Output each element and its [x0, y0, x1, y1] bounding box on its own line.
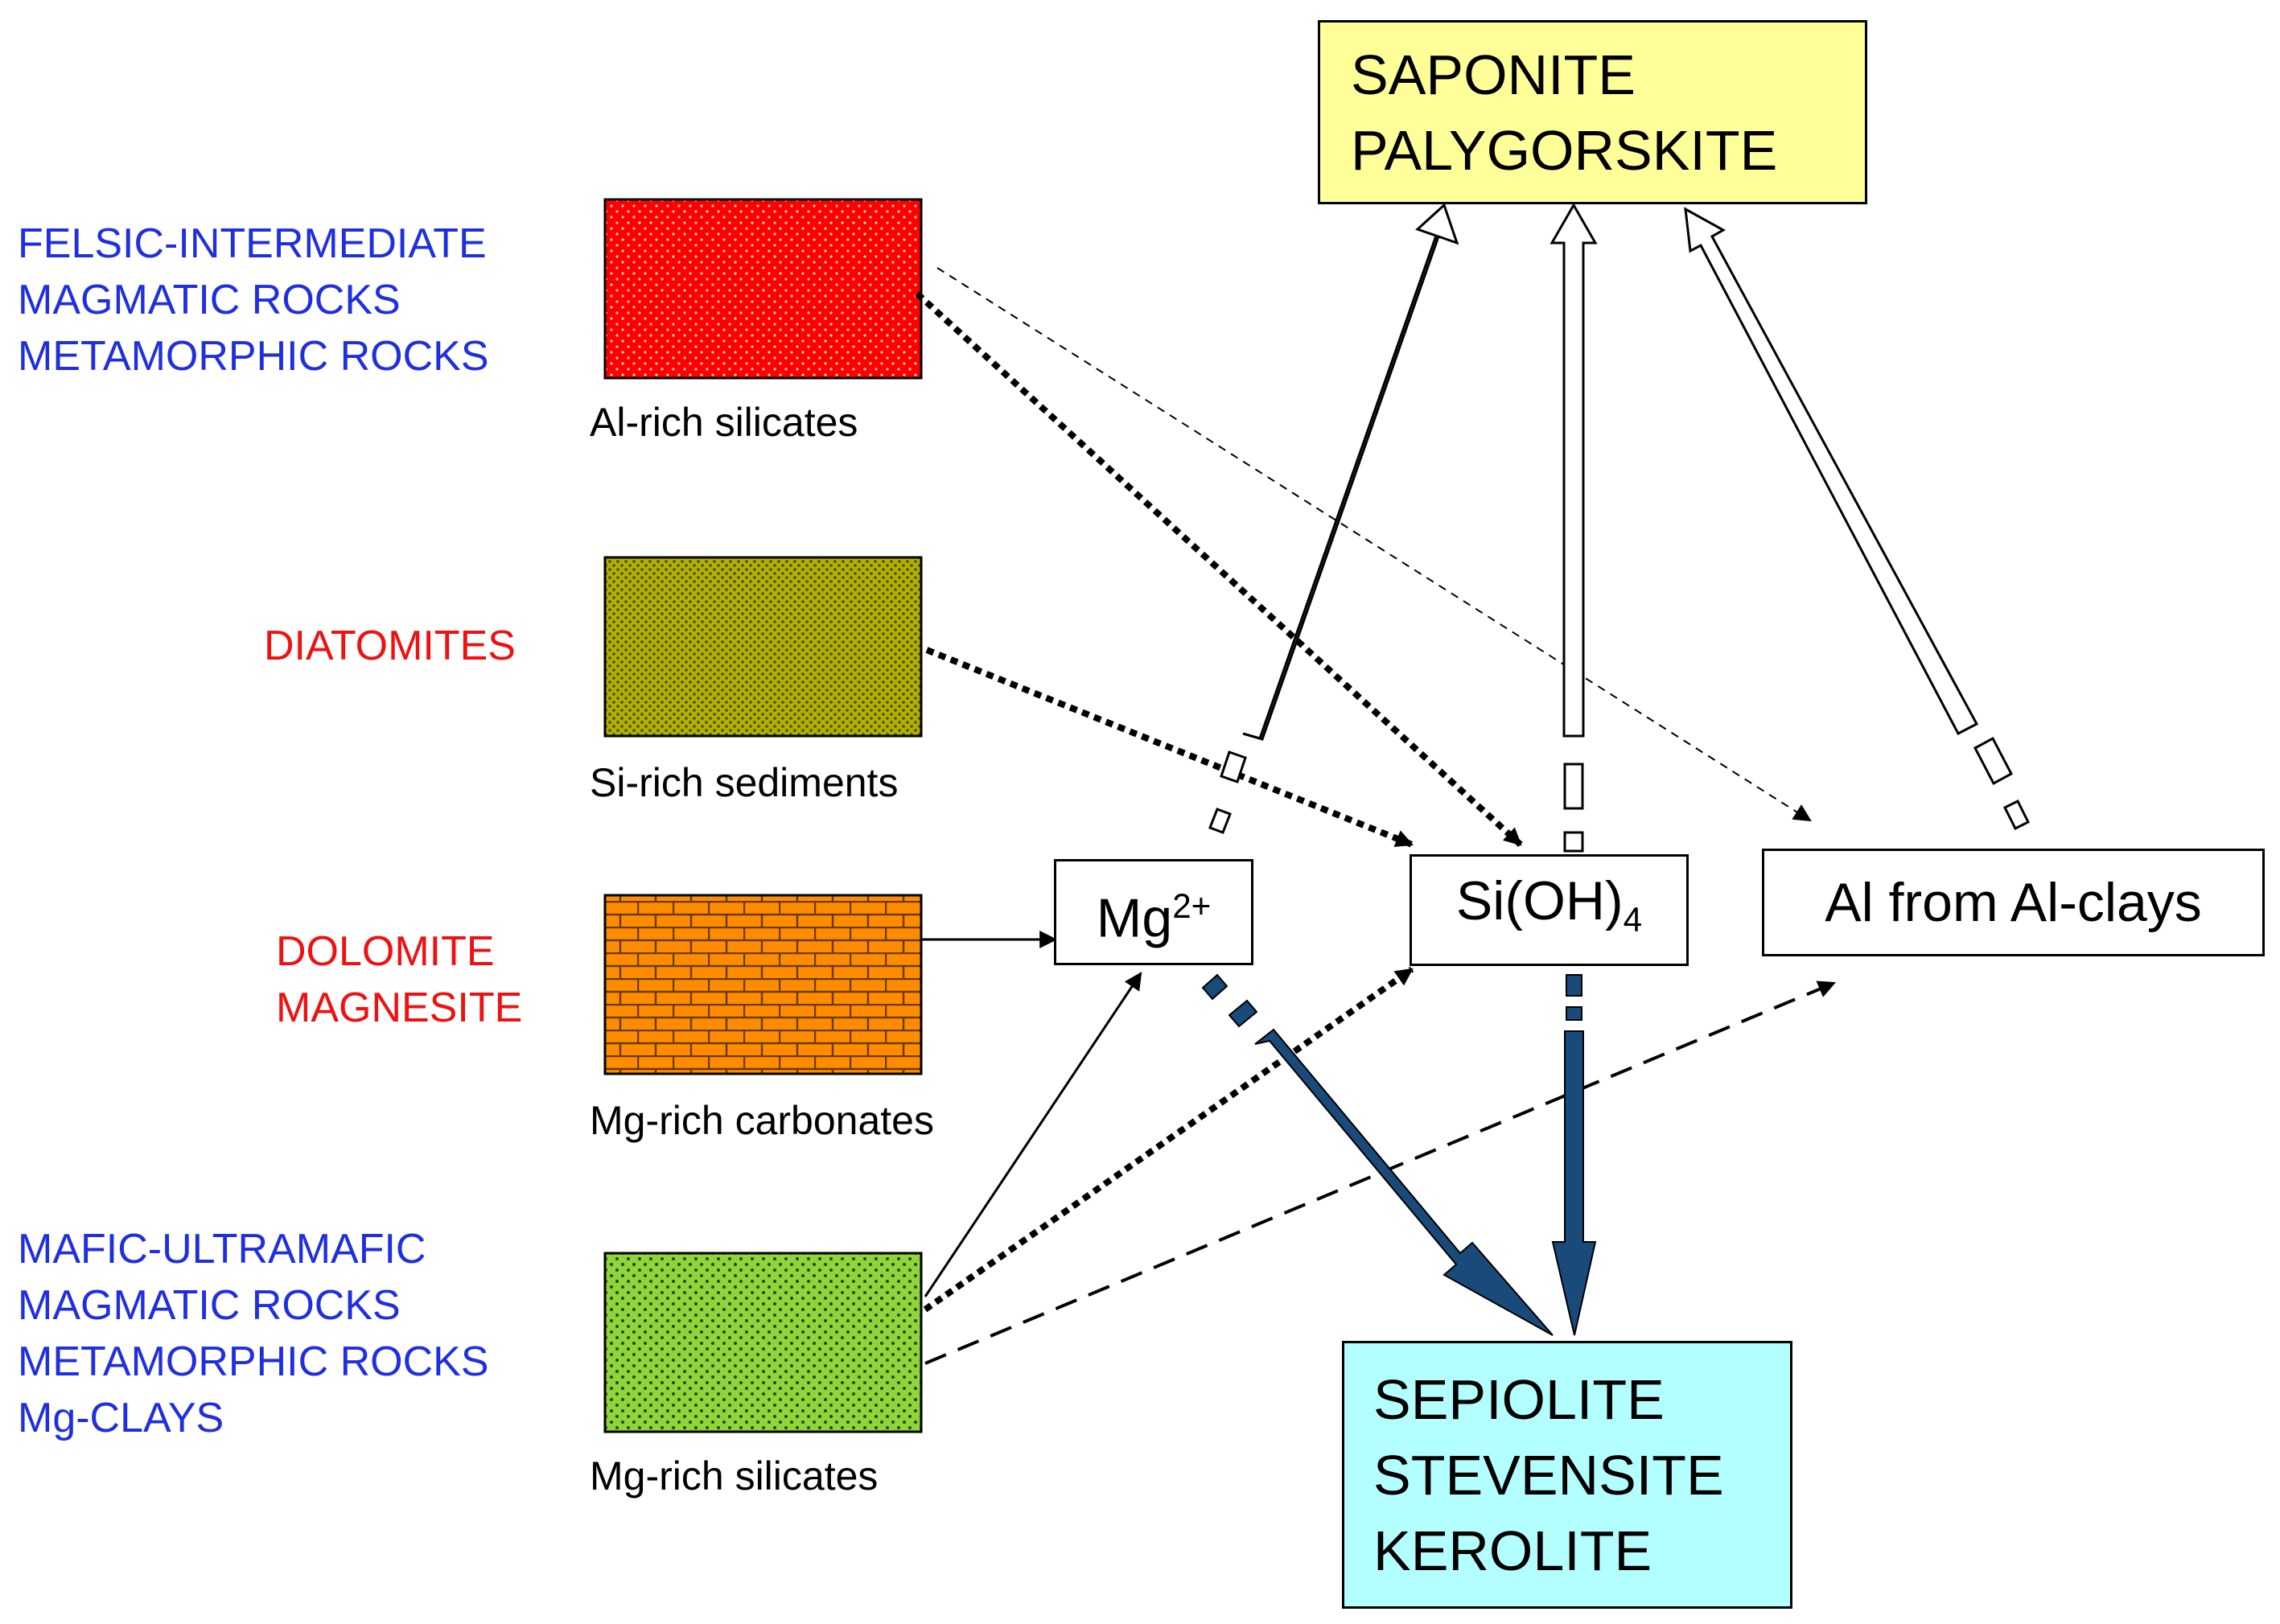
node-al-from-clays: Al from Al-clays [1762, 849, 2265, 956]
product-kerolite: KEROLITE [1373, 1519, 1652, 1582]
source-label-line: Mg-CLAYS [18, 1395, 224, 1441]
arrow-mgsil-to-si [923, 966, 1414, 1313]
arrow-alsil-to-al [936, 267, 1812, 822]
hollow-arrow-mg-to-saponite [1208, 203, 1459, 834]
swatch-mg-rich-carbonates [603, 894, 923, 1075]
arrow-sised-to-si [925, 647, 1414, 848]
source-label-mafic: MAFIC-ULTRAMAFIC MAGMATIC ROCKS METAMORP… [18, 1221, 489, 1446]
node-mg-ion: Mg2+ [1054, 859, 1253, 965]
source-label-felsic: FELSIC-INTERMEDIATE MAGMATIC ROCKS METAM… [18, 216, 489, 384]
source-label-line: METAMORPHIC ROCKS [18, 1338, 489, 1385]
swatch-si-rich-sediments [603, 556, 923, 738]
product-saponite: SAPONITE [1351, 43, 1636, 106]
source-label-diatomites: DIATOMITES [264, 618, 516, 674]
product-palygorskite: PALYGORSKITE [1351, 118, 1778, 182]
mg-base: Mg [1096, 887, 1173, 949]
source-label-line: DIATOMITES [264, 623, 516, 669]
arrow-mgsil-to-mg [924, 972, 1142, 1297]
bottom-product-text: SEPIOLITE STEVENSITE KEROLITE [1373, 1362, 1724, 1589]
source-label-dolomite: DOLOMITE MAGNESITE [276, 923, 522, 1036]
source-label-line: MAFIC-ULTRAMAFIC [18, 1226, 426, 1272]
mg-charge: 2+ [1172, 886, 1212, 925]
source-label-line: METAMORPHIC ROCKS [18, 333, 489, 380]
si-subscript: 4 [1623, 900, 1643, 939]
arrow-mgsil-to-al [924, 981, 1837, 1365]
source-label-line: DOLOMITE [276, 928, 495, 975]
swatch-al-rich-silicates [603, 198, 923, 380]
navy-arrow-si-to-sepiolite [1551, 974, 1597, 1336]
source-label-line: MAGNESITE [276, 985, 523, 1031]
caption-si-rich-sediments: Si-rich sediments [590, 760, 899, 805]
source-label-line: MAGMATIC ROCKS [18, 277, 401, 323]
node-sepiolite-group: SEPIOLITE STEVENSITE KEROLITE [1342, 1341, 1792, 1609]
al-text: Al from Al-clays [1825, 872, 2202, 933]
caption-mg-rich-silicates: Mg-rich silicates [590, 1453, 879, 1499]
product-stevensite: STEVENSITE [1373, 1443, 1724, 1507]
product-sepiolite: SEPIOLITE [1373, 1367, 1665, 1431]
si-base: Si(OH) [1455, 870, 1624, 931]
source-label-line: FELSIC-INTERMEDIATE [18, 220, 487, 267]
node-saponite-palygorskite: SAPONITE PALYGORSKITE [1318, 20, 1867, 204]
top-product-text: SAPONITE PALYGORSKITE [1351, 37, 1777, 188]
si-text: Si(OH)4 [1456, 869, 1642, 952]
hollow-arrow-si-to-saponite [1549, 202, 1598, 853]
hollow-arrow-al-to-saponite [1684, 207, 2031, 831]
mg-ion-text: Mg2+ [1097, 874, 1212, 951]
source-label-line: MAGMATIC ROCKS [18, 1282, 401, 1329]
node-silicic-acid: Si(OH)4 [1410, 854, 1689, 966]
navy-arrow-mg-to-sepiolite [1201, 973, 1554, 1336]
caption-al-rich-silicates: Al-rich silicates [590, 400, 858, 445]
arrow-alsil-to-si [915, 291, 1523, 847]
swatch-mg-rich-silicates [603, 1252, 923, 1433]
caption-mg-rich-carbonates: Mg-rich carbonates [590, 1098, 934, 1143]
